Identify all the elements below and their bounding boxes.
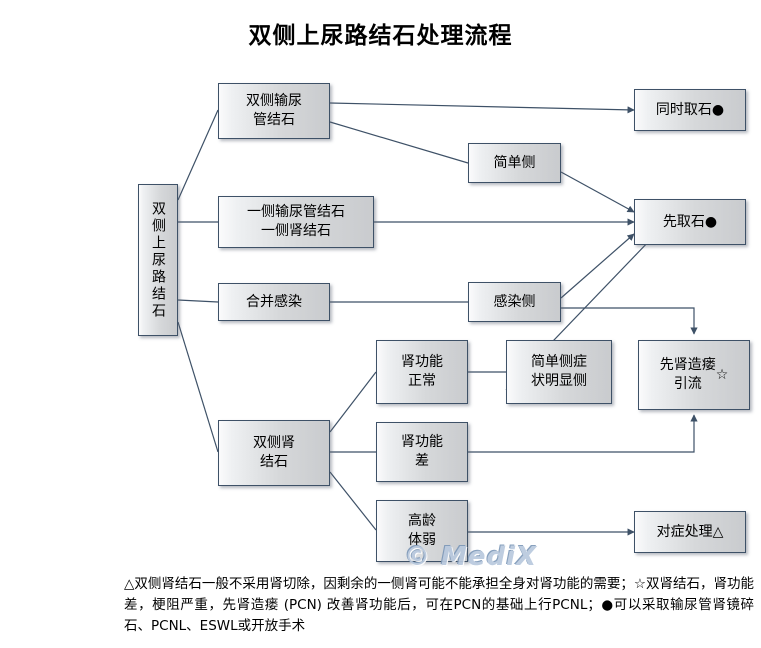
edge-simple-side-to-remove-first [560, 171, 635, 213]
node-simultaneous-removal[interactable]: 同时取石● [634, 89, 746, 131]
node-simple-side-symptomatic[interactable]: 简单侧症 状明显侧 [506, 340, 612, 404]
edge-root-to-with-infection [177, 299, 219, 303]
node-nephrostomy-drainage[interactable]: 先肾造瘘 引流☆ [638, 340, 750, 410]
node-nephrostomy-drainage-label: 先肾造瘘 引流 [659, 357, 716, 392]
node-infected-side[interactable]: 感染侧 [468, 282, 561, 322]
node-renal-function-poor[interactable]: 肾功能 差 [376, 422, 468, 482]
node-with-infection[interactable]: 合并感染 [218, 283, 330, 321]
edge-bilateral-kidney-to-elderly [329, 471, 377, 531]
edge-bilateral-ureteral-to-simultaneous [329, 102, 635, 114]
edge-infected-side-to-remove-first [560, 233, 635, 299]
edge-bilateral-ureteral-to-simple-side [329, 121, 469, 164]
node-simple-side[interactable]: 简单侧 [468, 143, 561, 183]
node-bilateral-ureteral-stones[interactable]: 双侧输尿 管结石 [218, 83, 330, 139]
node-simultaneous-removal-label: 同时取石 [655, 101, 712, 118]
node-bilateral-kidney-stones[interactable]: 双侧肾 结石 [218, 420, 330, 486]
page-title: 双侧上尿路结石处理流程 [248, 23, 513, 49]
node-root[interactable]: 双侧上尿路结石 [138, 184, 178, 336]
edge-infected-side-to-nephrostomy [561, 307, 698, 335]
node-symptomatic-treatment-label: 对症处理 [656, 523, 713, 540]
node-remove-first-label: 先取石 [662, 213, 705, 230]
bullet-marker-icon: ● [711, 101, 725, 118]
triangle-marker-icon: △ [712, 523, 724, 540]
star-marker-icon: ☆ [715, 366, 729, 383]
edge-root-to-bilateral-ureteral [177, 109, 219, 201]
node-elderly-frail[interactable]: 高龄 体弱 [376, 500, 468, 562]
node-renal-function-normal[interactable]: 肾功能 正常 [376, 340, 468, 404]
edge-root-to-bilateral-kidney [177, 321, 219, 453]
bullet-marker-icon: ● [704, 213, 718, 230]
node-remove-first[interactable]: 先取石● [634, 199, 746, 245]
edge-rf-poor-to-nephrostomy [468, 414, 698, 453]
node-symptomatic-treatment[interactable]: 对症处理△ [634, 511, 746, 553]
node-one-ureter-one-kidney-stone[interactable]: 一侧输尿管结石 一侧肾结石 [218, 196, 374, 248]
edge-bilateral-kidney-to-rf-normal [329, 371, 377, 433]
footnote-legend: △双侧肾结石一般不采用肾切除，因剩余的一侧肾可能不能承担全身对肾功能的需要；☆双… [124, 576, 754, 634]
watermark-medix: © MediX [404, 542, 538, 572]
